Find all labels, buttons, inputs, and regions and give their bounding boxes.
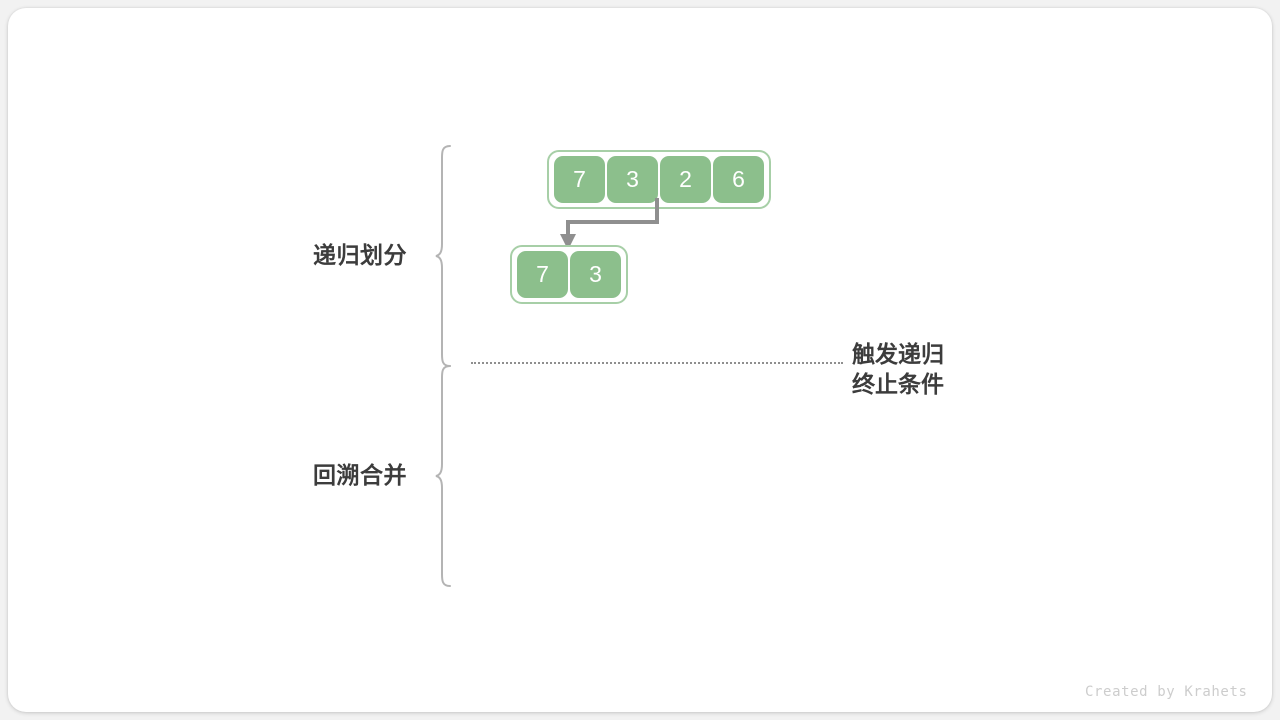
- array-cell: 3: [570, 251, 621, 298]
- section-label-divide: 递归划分: [313, 242, 407, 268]
- terminate-caption-line-2: 终止条件: [852, 371, 944, 397]
- diagram-card: 递归划分 回溯合并 7 3 2 6 7 3: [8, 8, 1272, 712]
- array-cell: 2: [660, 156, 711, 203]
- terminate-caption-line-1: 触发递归: [852, 341, 944, 367]
- watermark-credit: Created by Krahets: [1085, 684, 1248, 700]
- brace-merge: [435, 365, 451, 587]
- array-cell: 6: [713, 156, 764, 203]
- array-cell: 7: [517, 251, 568, 298]
- brace-divide: [435, 145, 451, 367]
- array-cell: 3: [607, 156, 658, 203]
- recursion-terminate-divider: [471, 362, 843, 364]
- array-cell: 7: [554, 156, 605, 203]
- section-label-merge: 回溯合并: [313, 462, 407, 488]
- terminate-condition-caption: 触发递归 终止条件: [852, 339, 944, 399]
- divide-arrow-icon: [560, 198, 659, 250]
- left-subarray: 7 3: [510, 245, 628, 304]
- root-array: 7 3 2 6: [547, 150, 771, 209]
